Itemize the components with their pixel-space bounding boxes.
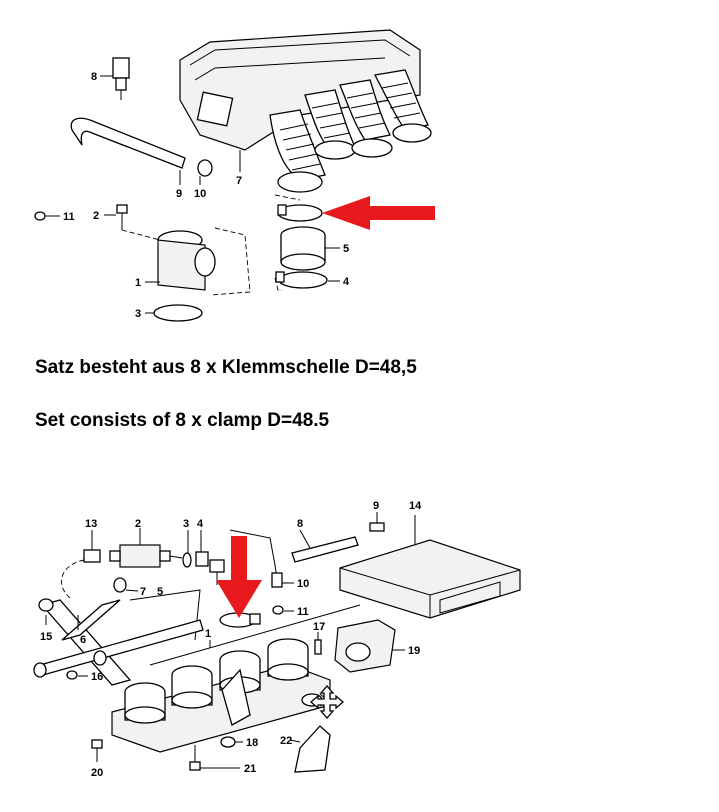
label: 10 [297,578,309,590]
label: 10 [194,188,206,200]
move-cursor-icon [310,685,344,719]
label: 7 [236,175,242,187]
hose-part-8 [291,536,359,563]
label: 8 [297,518,303,530]
label: 5 [157,586,163,598]
label: 9 [373,500,379,512]
label: 18 [246,737,258,749]
hose-clamp-part-4 [275,271,340,289]
label: 16 [91,671,103,683]
bracket-part-22 [294,725,331,773]
intake-runner [304,89,356,160]
label: 2 [93,210,99,222]
label: 3 [183,518,189,530]
label: 1 [135,277,141,289]
sensor-part-10 [229,529,294,588]
label: 21 [244,763,256,775]
label: 11 [63,211,75,223]
washer-part-3 [182,552,192,568]
throttle-body [171,665,213,709]
label: 20 [91,767,103,779]
label: 9 [176,188,182,200]
clamp-part-7 [209,559,225,573]
label: 11 [297,606,309,618]
diagram-top: 8 9 10 7 11 2 1 3 5 4 [34,29,435,322]
screw-part-21 [189,745,240,771]
label: 1 [205,628,211,640]
clamp-part-7-left [113,577,127,593]
throttle-body-bank [111,638,331,753]
label: 15 [40,631,52,643]
hose-clamp-highlighted [277,204,323,222]
red-arrow-top [322,196,435,230]
intake-runner [374,69,432,143]
spring-part-13 [61,530,101,599]
clip-part-9 [369,522,385,532]
hose-part-9 [70,117,186,169]
label: 8 [91,71,97,83]
throttle-body [124,682,166,724]
intake-runner [339,79,393,158]
clamp-part-4 [195,551,209,567]
diagram-bottom: 13 2 3 4 8 9 14 7 5 10 11 15 6 1 16 17 1… [33,500,521,779]
label: 6 [80,634,86,646]
ring-part-11 [272,605,284,615]
screw-part-20 [91,739,103,762]
throttle-body-part-1 [145,230,216,291]
sensor-part-19 [334,619,405,673]
throttle-body [267,638,309,681]
label: 2 [135,518,141,530]
pressure-regulator-part-2 [109,528,183,568]
screw-part-2 [104,204,128,230]
fuel-rail-part-15-6 [33,598,204,686]
label: 5 [343,243,349,255]
label: 14 [409,500,422,512]
red-arrow-bottom [216,536,262,618]
plug-part-18 [220,736,236,748]
label: 4 [197,518,204,530]
seal-ring-part-3 [153,304,203,322]
rubber-sleeve-part-5 [280,226,340,271]
pin-part-17 [314,639,322,655]
label: 3 [135,308,141,320]
control-unit-part-14 [339,515,521,619]
caption-english: Set consists of 8 x clamp D=48.5 [35,410,330,431]
grommet-part-10 [197,159,213,177]
caption-german: Satz besteht aus 8 x Klemmschelle D=48,5 [35,357,417,378]
label: 22 [280,735,292,747]
label: 19 [408,645,420,657]
label: 4 [343,276,350,288]
label: 17 [313,621,325,633]
cap-part-11 [34,211,46,221]
intake-runner [269,109,326,193]
label: 13 [85,518,97,530]
sensor-part-8 [100,57,130,100]
intake-plenum [179,29,432,193]
label: 7 [140,586,146,598]
